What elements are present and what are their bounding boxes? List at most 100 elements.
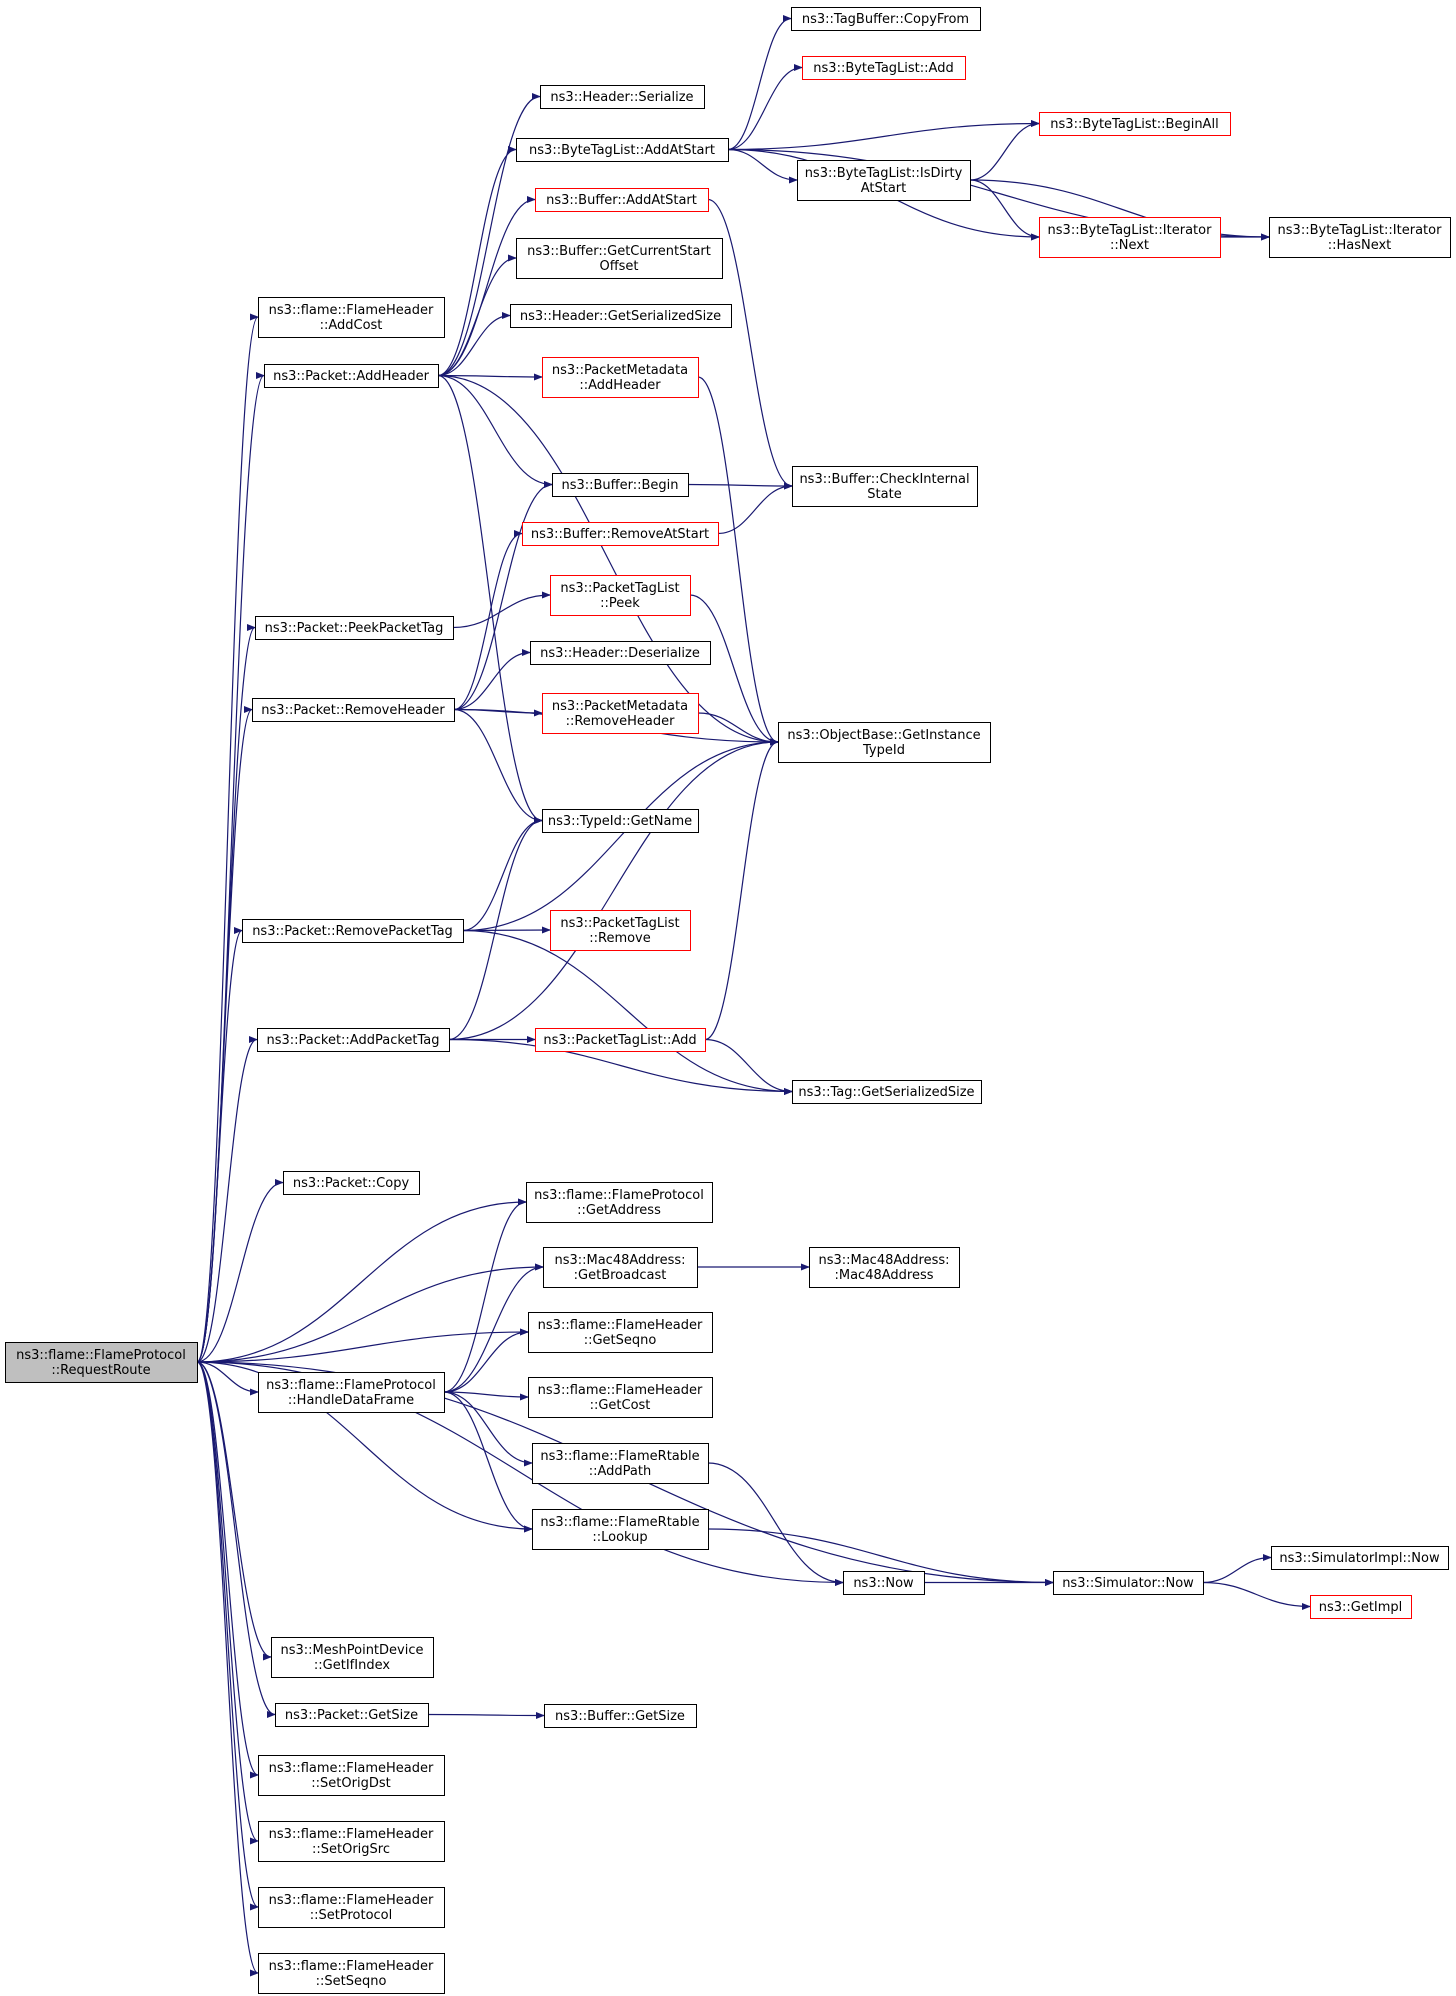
node-header-serialize[interactable]: ns3::Header::Serialize — [540, 85, 705, 109]
call-edge-packet-add-header-to-buffer-begin — [437, 374, 553, 489]
node-label: ns3::ByteTagList::AddAtStart — [529, 143, 715, 158]
node-label: ns3::Buffer::RemoveAtStart — [531, 527, 709, 542]
node-typeid-get-name[interactable]: ns3::TypeId::GetName — [542, 809, 699, 833]
node-set-orig-src[interactable]: ns3::flame::FlameHeader::SetOrigSrc — [258, 1821, 445, 1862]
node-label: ns3::PacketMetadata — [552, 363, 688, 378]
node-packet-metadata-remove-header[interactable]: ns3::PacketMetadata::RemoveHeader — [542, 693, 699, 734]
node-packet-tag-list-add[interactable]: ns3::PacketTagList::Add — [535, 1028, 706, 1052]
node-box — [550, 575, 691, 616]
node-set-seqno[interactable]: ns3::flame::FlameHeader::SetSeqno — [258, 1953, 445, 1994]
node-ns3-now[interactable]: ns3::Now — [843, 1571, 925, 1595]
node-box — [526, 1182, 713, 1223]
node-packet-add-packet-tag[interactable]: ns3::Packet::AddPacketTag — [257, 1028, 450, 1052]
node-flame-header-get-cost[interactable]: ns3::flame::FlameHeader::GetCost — [528, 1377, 713, 1418]
node-box — [1269, 217, 1451, 258]
node-label: ns3::flame::FlameHeader — [269, 303, 434, 318]
node-label: ns3::Buffer::GetCurrentStart — [527, 244, 711, 259]
node-tagbuffer-copy-from[interactable]: ns3::TagBuffer::CopyFrom — [791, 7, 981, 31]
node-label: ns3::PacketTagList::Add — [543, 1033, 696, 1048]
node-bytetaglist-iterator-has-next[interactable]: ns3::ByteTagList::Iterator::HasNext — [1269, 217, 1451, 258]
call-edge-handle-data-frame-to-rtable-lookup — [443, 1391, 533, 1533]
node-bytetaglist-begin-all[interactable]: ns3::ByteTagList::BeginAll — [1039, 112, 1231, 136]
node-label: ns3::Buffer::Begin — [561, 478, 678, 493]
call-edge-request-route-to-flame-protocol-get-address — [196, 1198, 527, 1363]
call-edge-request-route-to-packet-get-size — [196, 1361, 276, 1719]
node-mesh-get-if-index[interactable]: ns3::MeshPointDevice::GetIfIndex — [271, 1637, 434, 1678]
node-header-get-serialized-size[interactable]: ns3::Header::GetSerializedSize — [510, 304, 732, 328]
node-label: ns3::ByteTagList::Add — [813, 61, 953, 76]
node-label: ns3::flame::FlameHeader — [269, 1959, 434, 1974]
node-label: ns3::MeshPointDevice — [280, 1643, 423, 1658]
node-label: ns3::Buffer::AddAtStart — [546, 193, 697, 208]
call-edge-bytetaglist-is-dirty-at-start-to-bytetaglist-begin-all — [969, 119, 1040, 181]
node-rtable-lookup[interactable]: ns3::flame::FlameRtable::Lookup — [532, 1509, 709, 1550]
node-request-route[interactable]: ns3::flame::FlameProtocol::RequestRoute — [5, 1342, 198, 1383]
node-simulator-now[interactable]: ns3::Simulator::Now — [1053, 1571, 1204, 1595]
node-buffer-add-at-start[interactable]: ns3::Buffer::AddAtStart — [535, 188, 709, 212]
node-buffer-get-size[interactable]: ns3::Buffer::GetSize — [544, 1704, 697, 1728]
node-bytetaglist-add-at-start[interactable]: ns3::ByteTagList::AddAtStart — [516, 138, 729, 162]
node-buffer-begin[interactable]: ns3::Buffer::Begin — [552, 473, 689, 497]
node-flame-protocol-get-address[interactable]: ns3::flame::FlameProtocol::GetAddress — [526, 1182, 713, 1223]
node-label: ::Remove — [589, 931, 651, 946]
node-packet-get-size[interactable]: ns3::Packet::GetSize — [275, 1703, 429, 1727]
node-box — [258, 1372, 445, 1413]
node-label: ::RequestRoute — [51, 1363, 150, 1378]
node-bytetaglist-iterator-next[interactable]: ns3::ByteTagList::Iterator::Next — [1039, 217, 1221, 258]
node-packet-copy[interactable]: ns3::Packet::Copy — [283, 1171, 420, 1195]
node-box — [792, 466, 978, 507]
node-label: ns3::ObjectBase::GetInstance — [787, 728, 980, 743]
node-bytetaglist-add[interactable]: ns3::ByteTagList::Add — [802, 56, 966, 80]
node-mac48-get-broadcast[interactable]: ns3::Mac48Address::GetBroadcast — [543, 1247, 698, 1288]
node-packet-metadata-add-header[interactable]: ns3::PacketMetadata::AddHeader — [542, 357, 699, 398]
call-edge-request-route-to-mac48-get-broadcast — [196, 1263, 544, 1363]
node-handle-data-frame[interactable]: ns3::flame::FlameProtocol::HandleDataFra… — [258, 1372, 445, 1413]
node-tag-get-serialized-size[interactable]: ns3::Tag::GetSerializedSize — [792, 1080, 982, 1104]
node-label: :Mac48Address — [834, 1268, 933, 1283]
node-add-cost[interactable]: ns3::flame::FlameHeader::AddCost — [258, 297, 445, 338]
node-buffer-remove-at-start[interactable]: ns3::Buffer::RemoveAtStart — [522, 522, 719, 546]
node-label: ns3::Packet::AddHeader — [273, 369, 429, 384]
node-packet-tag-list-remove[interactable]: ns3::PacketTagList::Remove — [550, 910, 691, 951]
node-label: ::GetCost — [590, 1398, 651, 1413]
call-edge-bytetaglist-is-dirty-at-start-to-bytetaglist-iterator-next — [969, 179, 1040, 241]
node-box — [283, 1171, 420, 1195]
node-label: ::SetSeqno — [316, 1974, 387, 1989]
node-box — [510, 304, 732, 328]
node-header-deserialize[interactable]: ns3::Header::Deserialize — [530, 641, 711, 665]
node-label: ns3::Header::Deserialize — [540, 646, 700, 661]
node-box — [530, 641, 711, 665]
node-label: ::SetOrigDst — [311, 1776, 390, 1791]
node-box — [809, 1247, 960, 1288]
node-flame-header-get-seqno[interactable]: ns3::flame::FlameHeader::GetSeqno — [528, 1312, 713, 1353]
node-box — [258, 1755, 445, 1796]
node-set-protocol[interactable]: ns3::flame::FlameHeader::SetProtocol — [258, 1887, 445, 1928]
node-label: ns3::flame::FlameHeader — [269, 1761, 434, 1776]
call-edge-packet-remove-packet-tag-to-typeid-get-name — [462, 816, 543, 932]
call-edge-packet-tag-list-peek-to-objectbase-get-instance-typeid — [689, 594, 779, 746]
node-label: ns3::flame::FlameProtocol — [534, 1188, 704, 1203]
node-box — [258, 1821, 445, 1862]
node-packet-remove-header[interactable]: ns3::Packet::RemoveHeader — [252, 698, 455, 722]
node-rtable-add-path[interactable]: ns3::flame::FlameRtable::AddPath — [532, 1443, 709, 1484]
node-packet-peek-packet-tag[interactable]: ns3::Packet::PeekPacketTag — [255, 616, 454, 640]
call-edge-packet-peek-packet-tag-to-packet-tag-list-peek — [452, 591, 551, 629]
node-packet-tag-list-peek[interactable]: ns3::PacketTagList::Peek — [550, 575, 691, 616]
node-packet-remove-packet-tag[interactable]: ns3::Packet::RemovePacketTag — [242, 919, 464, 943]
node-label: ::HandleDataFrame — [288, 1393, 414, 1408]
node-box — [797, 160, 971, 201]
node-set-orig-dst[interactable]: ns3::flame::FlameHeader::SetOrigDst — [258, 1755, 445, 1796]
node-label: ns3::flame::FlameRtable — [540, 1449, 699, 1464]
node-box — [535, 188, 709, 212]
node-mac48-mac48address[interactable]: ns3::Mac48Address::Mac48Address — [809, 1247, 960, 1288]
node-packet-add-header[interactable]: ns3::Packet::AddHeader — [264, 364, 439, 388]
node-box — [275, 1703, 429, 1727]
node-get-impl[interactable]: ns3::GetImpl — [1310, 1595, 1412, 1619]
node-simulator-impl-now[interactable]: ns3::SimulatorImpl::Now — [1271, 1546, 1449, 1570]
